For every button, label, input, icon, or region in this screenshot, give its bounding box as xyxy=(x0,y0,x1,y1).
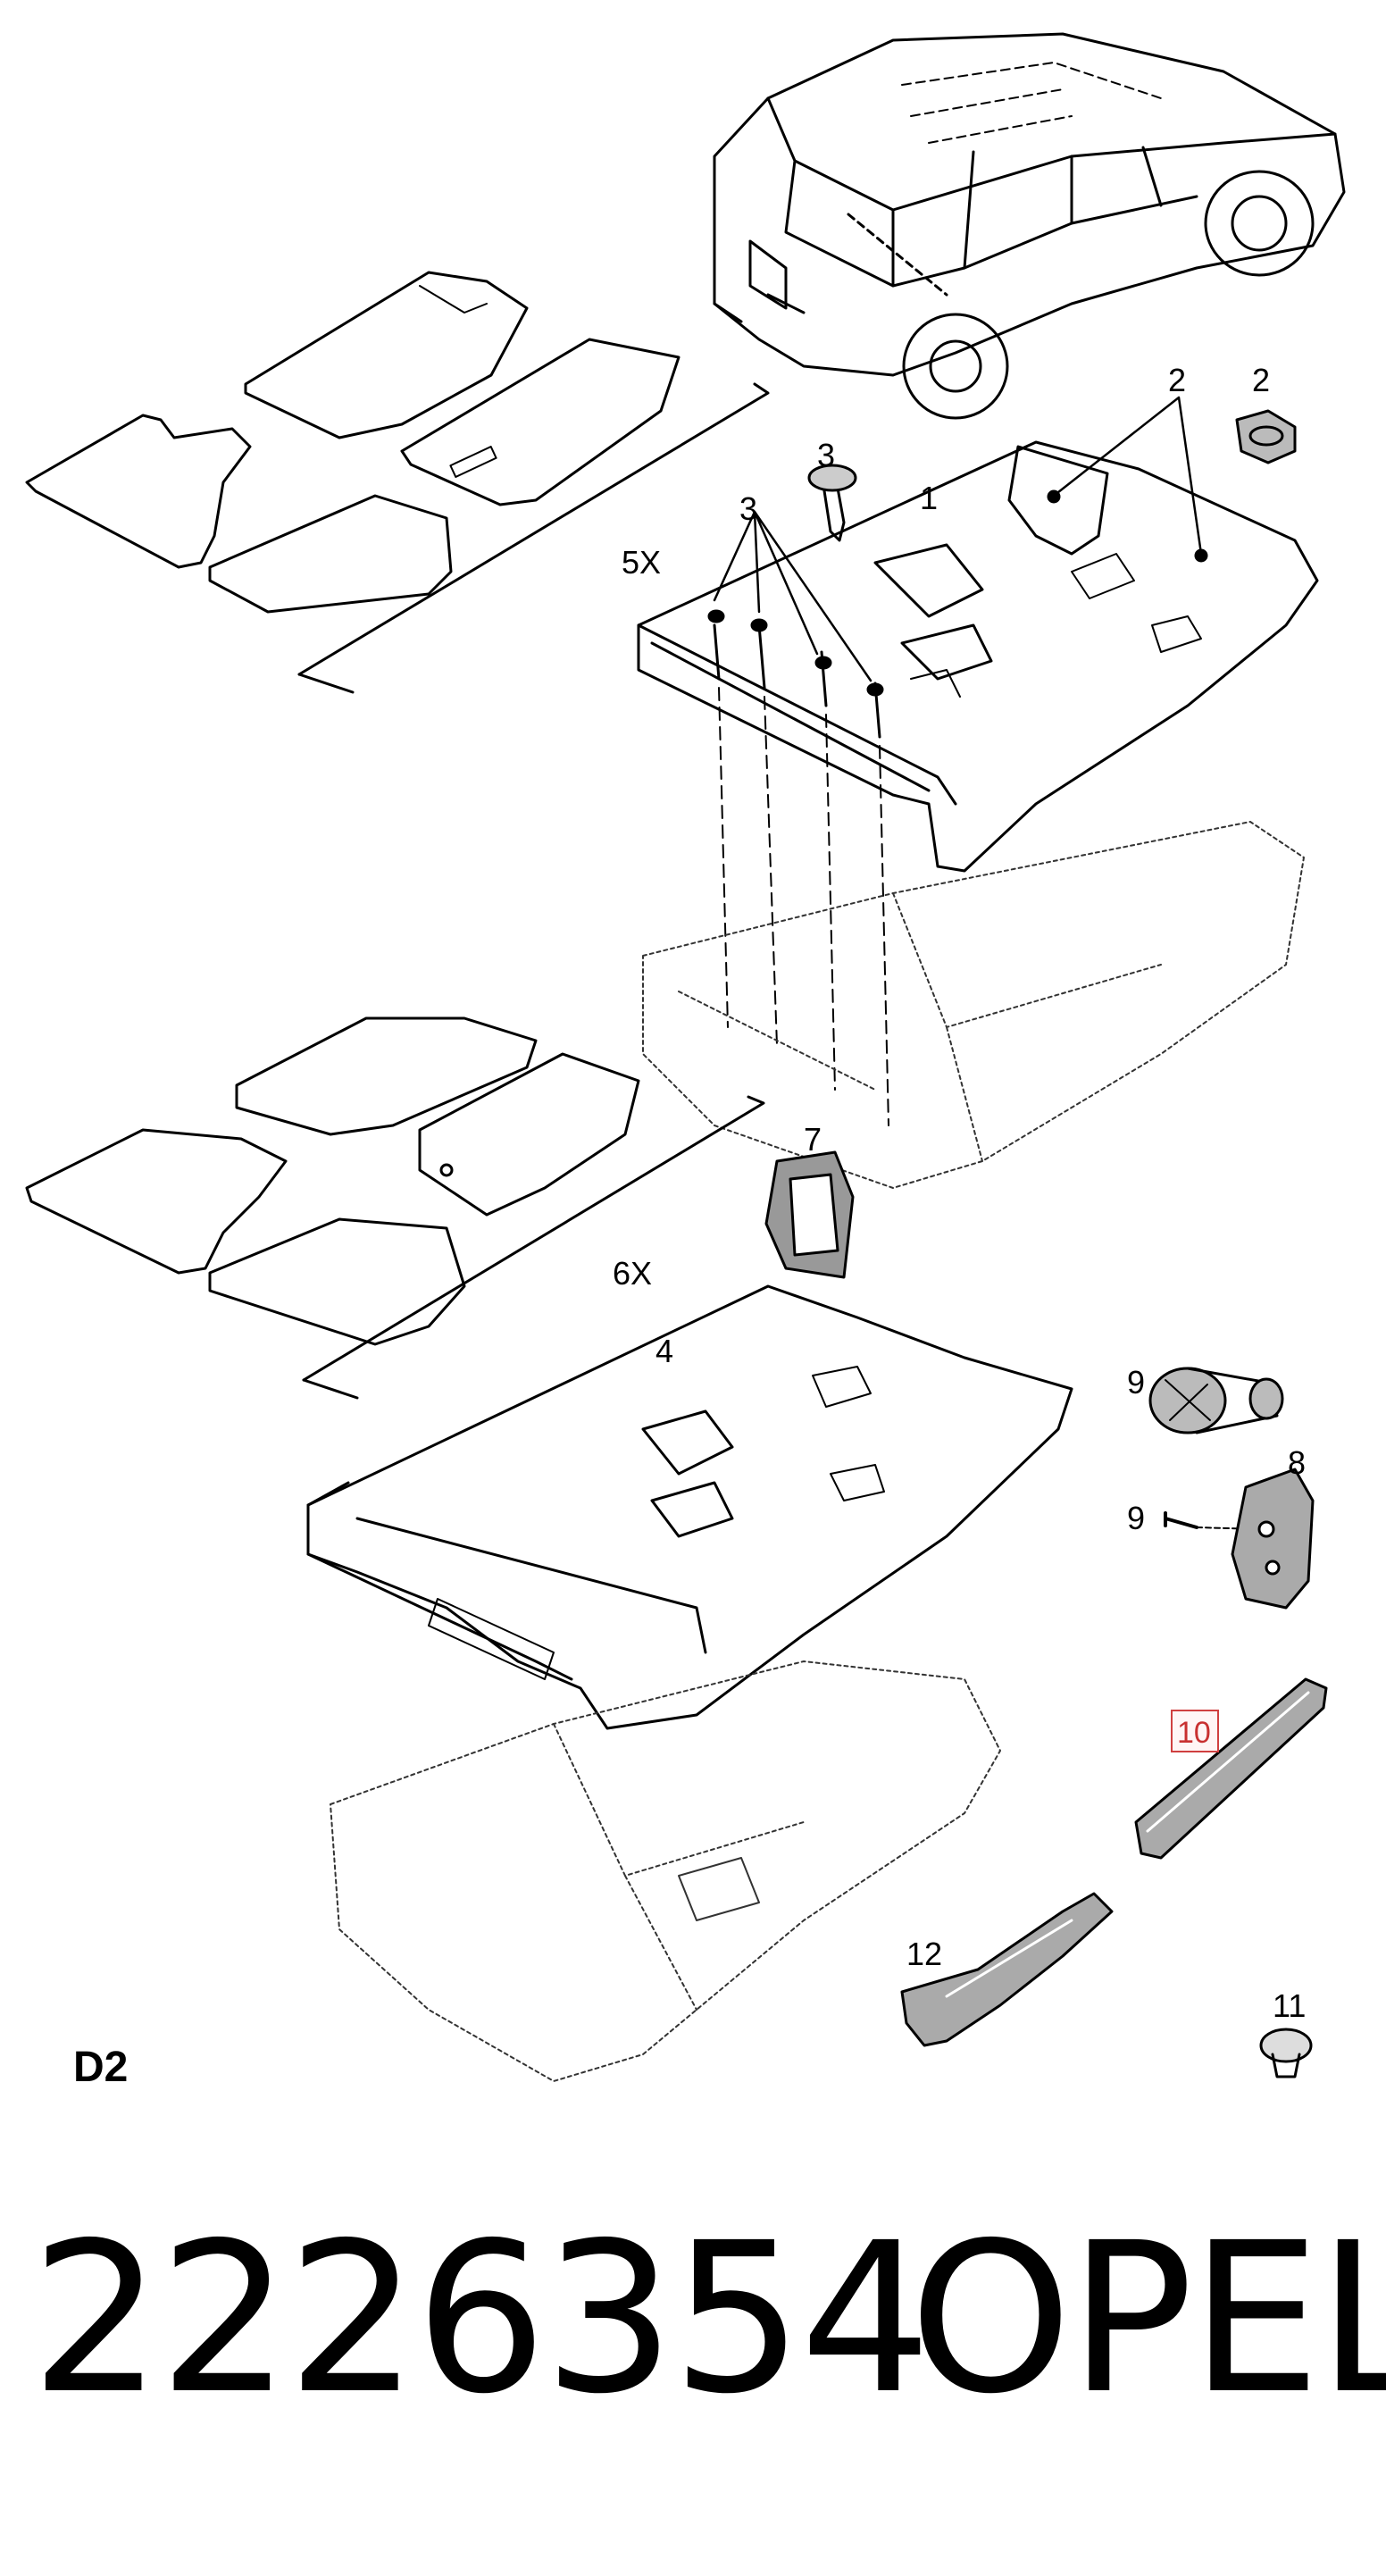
callout-3-group: 3 xyxy=(739,490,757,527)
part-number: 2226354 xyxy=(30,2198,931,2439)
floor-carpet-part-4 xyxy=(306,1284,1073,1730)
bracket-part-8 xyxy=(1231,1468,1315,1610)
callout-4: 4 xyxy=(655,1333,673,1369)
floor-carpet-part-1 xyxy=(637,440,1319,873)
body-floor-outline-upper xyxy=(642,821,1305,1189)
callout-1: 1 xyxy=(920,480,938,516)
fastener-clips-3 xyxy=(707,464,884,739)
callout-12: 12 xyxy=(906,1936,942,1972)
plug-part-11 xyxy=(1259,2028,1313,2078)
callout-8: 8 xyxy=(1288,1444,1306,1481)
projection-lines xyxy=(718,687,889,1126)
callout-10-highlighted: 10 xyxy=(1177,1716,1211,1750)
callout-9-top: 9 xyxy=(1127,1364,1145,1401)
callout-7: 7 xyxy=(804,1121,822,1158)
brand-name: OPEL xyxy=(909,2198,1386,2439)
highlight-box xyxy=(1171,1710,1219,1752)
callout-6x: 6X xyxy=(613,1255,652,1292)
callout-2-left: 2 xyxy=(1168,362,1186,398)
body-floor-outline-lower xyxy=(330,1660,1001,2082)
sill-rail-part-10 xyxy=(1134,1677,1328,1860)
callout-5x: 5X xyxy=(622,544,661,581)
callout-9-screw: 9 xyxy=(1127,1500,1145,1536)
sill-trim-part-12 xyxy=(900,1892,1114,2047)
sheet-label: D2 xyxy=(73,2044,128,2091)
callout-2-right: 2 xyxy=(1252,362,1270,398)
floor-mats-set-6x xyxy=(25,1016,765,1400)
fastener-nut-2 xyxy=(1047,396,1297,563)
parts-diagram: 1 2 2 3 3 4 5X 6X 7 8 9 9 10 11 12 D2 xyxy=(25,32,1346,2091)
vehicle-illustration xyxy=(713,32,1346,420)
heel-pad-part-7 xyxy=(764,1150,855,1279)
floor-mats-set-5x xyxy=(25,271,770,694)
callout-11: 11 xyxy=(1273,1987,1306,2024)
callout-3-top: 3 xyxy=(817,437,835,473)
callout-labels: 1 2 2 3 3 4 5X 6X 7 8 9 9 10 11 12 D2 xyxy=(73,362,1306,2091)
clip-part-9-large xyxy=(1148,1367,1284,1434)
screw-part-9 xyxy=(1164,1511,1260,1530)
